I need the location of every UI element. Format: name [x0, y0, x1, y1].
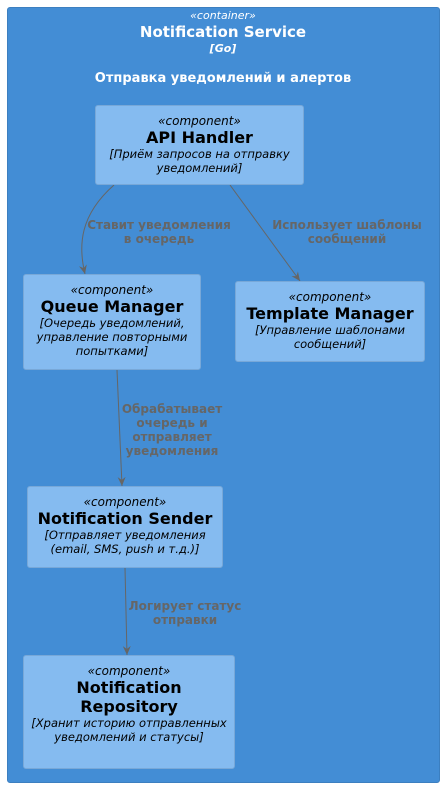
component-name: Notification Sender — [37, 509, 213, 528]
component-queue-manager[interactable]: «component» Queue Manager [Очередь уведо… — [23, 274, 201, 370]
edge-sender-to-repo — [122, 567, 131, 656]
component-stereotype: «component» — [87, 664, 171, 678]
component-api-handler[interactable]: «component» API Handler [Приём запросов … — [95, 105, 304, 185]
label-queue-to-sender: Обрабатывает очередь и отправляет уведом… — [121, 402, 223, 458]
component-stereotype: «component» — [158, 114, 241, 128]
edge-queue-to-sender — [116, 369, 126, 487]
label-sender-to-repo: Логирует статус отправки — [128, 599, 242, 627]
component-name: Template Manager — [246, 304, 414, 323]
component-stereotype: «component» — [288, 290, 372, 304]
label-api-to-queue: Ставит уведомления в очередь — [87, 218, 231, 246]
edge-api-to-template — [229, 184, 301, 282]
container-technology: [Go] — [209, 42, 237, 55]
component-description: [Отправляет уведомления (email, SMS, pus… — [44, 528, 206, 556]
component-description: [Управление шаблонами сообщений] — [254, 323, 406, 351]
component-stereotype: «component» — [70, 283, 154, 297]
component-name: API Handler — [146, 128, 253, 147]
edge-api-to-queue — [79, 184, 115, 275]
container-description: Отправка уведомлений и алертов — [94, 71, 352, 86]
component-name: Notification Repository — [76, 678, 182, 716]
container-stereotype: «container» — [190, 9, 256, 22]
component-notification-repository[interactable]: «component» Notification Repository [Хра… — [23, 655, 235, 769]
component-template-manager[interactable]: «component» Template Manager [Управление… — [235, 281, 425, 362]
component-stereotype: «component» — [83, 495, 167, 509]
label-api-to-template: Использует шаблоны сообщений — [272, 218, 422, 246]
component-notification-sender[interactable]: «component» Notification Sender [Отправл… — [27, 486, 223, 568]
container-title: Notification Service — [139, 23, 307, 41]
component-description: [Очередь уведомлений, управление повторн… — [36, 316, 188, 358]
component-description: [Приём запросов на отправку уведомлений] — [109, 147, 290, 175]
component-description: [Хранит историю отправленных уведомлений… — [31, 716, 227, 744]
component-name: Queue Manager — [40, 297, 184, 316]
